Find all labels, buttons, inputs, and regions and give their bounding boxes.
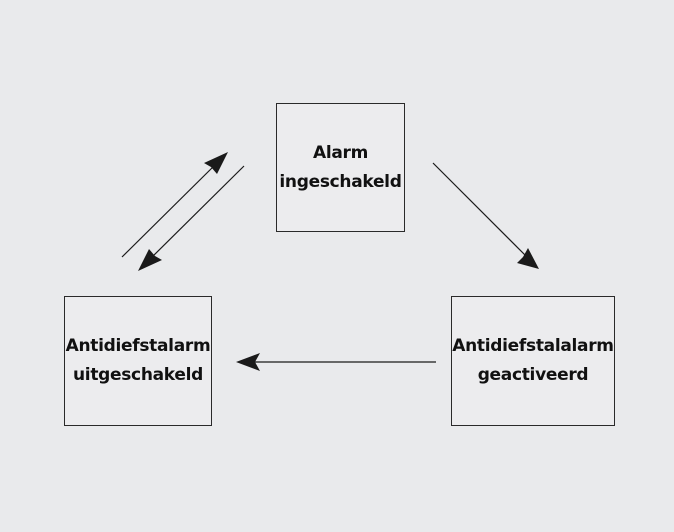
arrowhead-icon [138, 249, 162, 271]
transition-triggered-to-disarmed [236, 353, 436, 371]
state-armed-label: Alarm ingeschakeld [279, 142, 402, 192]
state-disarmed-box: Antidiefstalarm uitgeschakeld [64, 296, 212, 426]
state-armed-box: Alarm ingeschakeld [276, 103, 405, 232]
arrowhead-icon [517, 248, 539, 269]
transition-armed-to-disarmed [138, 165, 245, 271]
state-triggered-label: Antidiefstalalarm geactiveerd [452, 336, 614, 385]
transition-armed-to-triggered [432, 162, 539, 269]
state-triggered-box: Antidiefstalalarm geactiveerd [451, 296, 615, 426]
transition-disarmed-to-armed [121, 152, 228, 258]
state-disarmed-label: Antidiefstalarm uitgeschakeld [65, 336, 211, 385]
arrowhead-icon [236, 353, 260, 371]
arrowhead-icon [204, 152, 228, 174]
